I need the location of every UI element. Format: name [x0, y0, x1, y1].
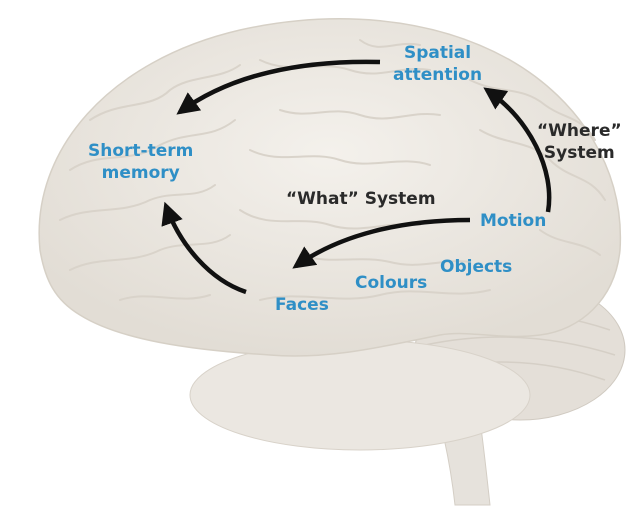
label-what-system: “What” System: [286, 188, 436, 210]
label-spatial-attention: Spatial attention: [393, 42, 482, 86]
label-where-system: “Where” System: [537, 120, 622, 164]
label-motion: Motion: [480, 210, 546, 232]
label-colours: Colours: [355, 272, 427, 294]
label-short-term-memory: Short-term memory: [88, 140, 193, 184]
label-faces: Faces: [275, 294, 329, 316]
label-objects: Objects: [440, 256, 512, 278]
temporal-underside: [190, 340, 530, 450]
